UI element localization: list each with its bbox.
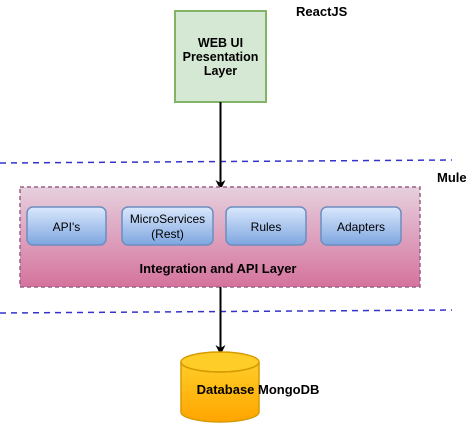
component-microservices-line-2: (Rest) xyxy=(151,227,184,241)
component-apis-label: API's xyxy=(53,220,81,234)
web-ui-line-2: Presentation xyxy=(183,50,259,64)
component-microservices-line-1: MicroServices xyxy=(130,212,205,226)
component-apis: API's xyxy=(26,206,107,246)
divider-top xyxy=(0,159,453,164)
divider-bottom xyxy=(0,309,453,314)
mule-label: Mule xyxy=(437,170,467,185)
component-adapters-label: Adapters xyxy=(337,220,385,234)
database-label: Database MongoDB xyxy=(197,382,320,397)
reactjs-label: ReactJS xyxy=(296,4,348,19)
database-cylinder-icon xyxy=(180,351,260,423)
web-ui-line-3: Layer xyxy=(204,64,237,78)
web-ui-line-1: WEB UI xyxy=(198,36,243,50)
component-adapters: Adapters xyxy=(320,206,402,246)
component-microservices: MicroServices (Rest) xyxy=(121,206,214,246)
integration-layer-label: Integration and API Layer xyxy=(140,261,297,276)
component-rules: Rules xyxy=(225,206,307,246)
component-rules-label: Rules xyxy=(251,220,282,234)
web-ui-box: WEB UI Presentation Layer xyxy=(174,10,267,103)
